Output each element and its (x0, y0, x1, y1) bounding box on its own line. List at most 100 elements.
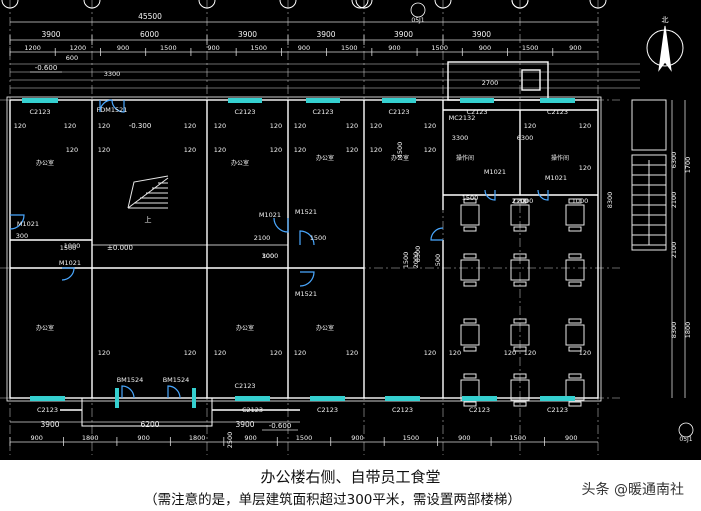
window-label-c2123: C2123 (29, 108, 50, 116)
dim-sub-label: 900 (388, 44, 400, 52)
elevation-label: -0.300 (129, 122, 152, 130)
door-m1021 (537, 189, 549, 201)
window-label-c2123: C2123 (466, 108, 487, 116)
north-label: 北 (662, 16, 669, 24)
outer-wall-line (6, 96, 602, 402)
dim-total-label: 45500 (138, 12, 162, 21)
room-label-office: 办公室 (231, 159, 249, 167)
dim-bottom-sub-label: 900 (244, 434, 256, 442)
dining-table (510, 204, 530, 226)
dim-misc-label: 3300 (104, 70, 121, 78)
dim-sub-label: 900 (298, 44, 310, 52)
annex-wall (447, 61, 549, 101)
window-label-c2123: C2123 (312, 108, 333, 116)
dining-chair (568, 253, 582, 259)
room-label-office: 办公室 (391, 154, 409, 162)
dim-misc-label: 300 (262, 252, 274, 260)
window-top (540, 98, 575, 103)
window-bottom (540, 396, 575, 401)
wall-thickness-label: 120 (346, 122, 358, 130)
dining-chair (513, 318, 527, 324)
dining-chair (568, 346, 582, 352)
dim-bottom-sub-label: 1500 (510, 434, 527, 442)
wall-thickness-label: 120 (270, 146, 282, 154)
dimension-lines (9, 21, 686, 446)
dim-misc-label: 2100 (512, 197, 529, 205)
stair-landing (631, 99, 667, 151)
dim-right-label: 2100 (670, 242, 678, 259)
dining-chair (513, 198, 527, 204)
dim-bottom-sub-label: 1500 (403, 434, 420, 442)
detail-ref-label: 05J1 (679, 436, 692, 443)
watermark: 头条 @暖通南社 (578, 478, 687, 500)
wall-thickness-label: 120 (424, 349, 436, 357)
axis-bubble (434, 0, 452, 9)
dining-chair (463, 226, 477, 232)
dim-misc-label: 6300 (517, 134, 534, 142)
dim-bottom-sub-label: 900 (351, 434, 363, 442)
door-m1521 (430, 227, 444, 241)
door-fdm1521 (99, 99, 113, 113)
room-label-office: 办公室 (236, 324, 254, 332)
dim-misc-label: 1500 (310, 234, 327, 242)
dim-bay-label: 3900 (41, 30, 60, 39)
wall-thickness-label: 120 (98, 349, 110, 357)
window-label-c2123: C2123 (469, 406, 490, 414)
window-label-c2123: C2123 (242, 406, 263, 414)
wall-thickness-label: 120 (66, 146, 78, 154)
dining-chair (513, 281, 527, 287)
dim-bay-label: 3900 (316, 30, 335, 39)
wall-thickness-label: 120 (184, 146, 196, 154)
dim-misc-label: 1000 (262, 252, 279, 260)
dim-sub-label: 900 (569, 44, 581, 52)
elevation-label: -0.600 (269, 422, 292, 430)
dining-chair (463, 346, 477, 352)
wall-thickness-label: 120 (214, 122, 226, 130)
wall-thickness-label: 120 (424, 146, 436, 154)
dining-chair (463, 281, 477, 287)
window-top (382, 98, 416, 103)
dim-misc-label: 3300 (452, 134, 469, 142)
wall-thickness-label: 120 (98, 146, 110, 154)
dim-bottom-sub-label: 900 (31, 434, 43, 442)
wall-thickness-label: 120 (294, 349, 306, 357)
walls (6, 61, 602, 427)
wall-thickness-label: 120 (270, 122, 282, 130)
stairs (127, 99, 667, 251)
wall-thickness-label: 120 (449, 349, 461, 357)
dining-chair (463, 198, 477, 204)
door-m1021 (484, 189, 496, 201)
dim-misc-label: 8300 (606, 192, 614, 209)
dining-chair (513, 226, 527, 232)
dim-sub-label: 1500 (431, 44, 448, 52)
room-label-kitchen: 操作间 (456, 154, 474, 162)
wall-thickness-label: 120 (64, 122, 76, 130)
axis-bubble (83, 0, 101, 9)
dim-bay-label: 3900 (472, 30, 491, 39)
dim-misc-label: 300 (16, 232, 28, 240)
dim-misc-label: 2700 (482, 79, 499, 87)
stair-arrow (127, 177, 169, 209)
dim-misc-label: 500 (434, 254, 442, 266)
wall-thickness-label: 120 (370, 146, 382, 154)
wall-thickness-label: 120 (370, 122, 382, 130)
wall-thickness-label: 120 (98, 122, 110, 130)
room-label-kitchen: 操作间 (551, 154, 569, 162)
window-bottom (310, 396, 345, 401)
dining-chair (568, 318, 582, 324)
dining-chair (513, 401, 527, 407)
dining-chair (463, 373, 477, 379)
dim-misc-label: 1800 (684, 322, 692, 339)
dim-bottom-sub-label: 900 (565, 434, 577, 442)
window-top (460, 98, 494, 103)
dim-bottom-sub-label: 900 (137, 434, 149, 442)
wall-thickness-label: 120 (14, 122, 26, 130)
wall-thickness-label: 120 (424, 122, 436, 130)
dim-sub-label: 1200 (24, 44, 41, 52)
wall-thickness-label: 120 (184, 122, 196, 130)
door-bm1524 (167, 385, 181, 399)
dim-misc-label: 2000 (517, 197, 534, 205)
dining-table (460, 204, 480, 226)
axis-bubble (198, 0, 216, 9)
